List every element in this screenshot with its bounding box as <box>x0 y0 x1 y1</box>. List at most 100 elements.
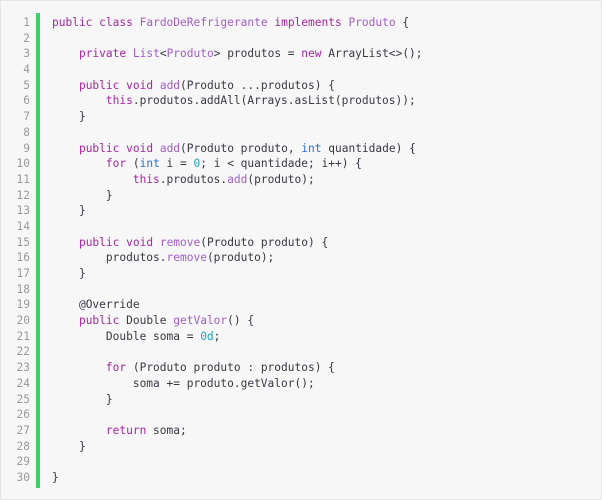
code-token: add <box>159 141 181 155</box>
code-token: } <box>105 188 113 202</box>
code-token: (produto); <box>247 172 315 186</box>
code-line: 18 <box>1 282 602 298</box>
line-number: 16 <box>16 251 30 265</box>
code-token: 0d <box>200 329 214 343</box>
line-number: 1 <box>23 16 30 29</box>
code-token: this <box>105 94 133 108</box>
line-number: 7 <box>23 110 30 124</box>
code-token: } <box>105 392 113 406</box>
code-line: 30} <box>1 470 602 486</box>
code-text: public void add(Produto ...produtos) { <box>52 78 335 94</box>
code-token: public <box>78 78 120 92</box>
code-text: public void remove(Produto produto) { <box>52 235 328 251</box>
code-token: int <box>139 157 160 171</box>
line-number: 20 <box>16 314 30 328</box>
code-line: 2 <box>1 31 602 47</box>
code-line: 13 } <box>1 203 602 219</box>
code-line: 9 public void add(Produto produto, int q… <box>1 141 602 157</box>
line-number: 30 <box>16 470 30 484</box>
code-token: for <box>105 157 127 171</box>
code-token: private <box>78 47 127 61</box>
code-lines: 1 public class FardoDeRefrigerante implem… <box>1 15 602 486</box>
code-token: } <box>78 267 86 280</box>
line-number: 24 <box>16 376 30 390</box>
code-token: ArrayList<>(); <box>321 47 423 61</box>
code-token: .produtos.addAll(Arrays.asList(produtos)… <box>132 94 416 108</box>
code-token <box>153 236 160 249</box>
code-token: void <box>126 78 154 92</box>
code-line: 20 public Double getValor() { <box>1 313 602 329</box>
line-number: 14 <box>16 219 30 233</box>
code-token: (Produto produto, <box>180 141 302 155</box>
code-text: } <box>52 470 59 486</box>
code-line: 24 soma += produto.getValor(); <box>1 376 602 392</box>
code-token: () { <box>227 314 255 328</box>
code-text: } <box>52 203 86 219</box>
code-token: for <box>105 361 127 375</box>
code-token: 0 <box>193 157 201 171</box>
code-line: 7 } <box>1 109 602 125</box>
code-token: ( <box>126 157 140 171</box>
code-text: Double soma = 0d; <box>52 329 221 345</box>
code-token: remove <box>166 251 207 265</box>
line-number: 10 <box>16 157 30 171</box>
code-token: public <box>52 16 93 29</box>
code-text: this.produtos.add(produto); <box>52 172 315 188</box>
code-token: Double soma = <box>105 329 201 343</box>
line-number: 11 <box>16 172 30 186</box>
code-token: produtos. <box>105 251 167 265</box>
code-line: 14 <box>1 219 602 235</box>
code-token: quantidade) { <box>321 141 416 155</box>
code-text: soma += produto.getValor(); <box>52 376 315 392</box>
line-number: 29 <box>16 455 30 469</box>
code-token: soma; <box>146 423 187 437</box>
line-number: 26 <box>16 408 30 422</box>
code-text: for (Produto produto : produtos) { <box>52 360 335 376</box>
code-token: (Produto produto) { <box>200 235 329 249</box>
line-number: 4 <box>23 63 30 77</box>
code-token: } <box>78 204 86 218</box>
line-number: 19 <box>16 298 30 312</box>
code-token: Double <box>119 314 174 328</box>
code-token: > produtos = <box>213 47 302 61</box>
code-token: i = <box>159 157 194 171</box>
code-text: } <box>52 439 86 455</box>
code-token: int <box>301 141 322 155</box>
code-line: 12 } <box>1 188 602 204</box>
line-number: 23 <box>16 361 30 375</box>
code-token: } <box>78 110 86 124</box>
code-token: Produto <box>166 47 214 61</box>
code-token: } <box>78 439 86 453</box>
code-token <box>153 142 160 155</box>
code-line: 16 produtos.remove(produto); <box>1 250 602 266</box>
code-line: 27 return soma; <box>1 423 602 439</box>
code-text: this.produtos.addAll(Arrays.asList(produ… <box>52 93 416 109</box>
code-token: @Override <box>78 298 140 312</box>
line-number: 17 <box>16 267 30 280</box>
code-token: (Produto produto : produtos) { <box>126 361 335 375</box>
code-line: 10 for (int i = 0; i < quantidade; i++) … <box>1 156 602 172</box>
code-line: 15 public void remove(Produto produto) { <box>1 235 602 251</box>
code-text: public void add(Produto produto, int qua… <box>52 141 416 157</box>
code-line: 19 @Override <box>1 297 602 313</box>
code-token <box>126 47 133 60</box>
code-text: } <box>52 392 113 408</box>
code-token: this <box>132 172 160 186</box>
code-token: getValor <box>173 314 228 328</box>
code-token <box>153 79 160 92</box>
line-number: 13 <box>16 204 30 218</box>
code-token: class <box>99 16 133 29</box>
line-number: 18 <box>16 282 30 296</box>
code-line: 29 <box>1 454 602 470</box>
code-line: 21 Double soma = 0d; <box>1 329 602 345</box>
code-line: 3 private List<Produto> produtos = new A… <box>1 46 602 62</box>
line-number: 2 <box>23 31 30 45</box>
code-line: 23 for (Produto produto : produtos) { <box>1 360 602 376</box>
code-line: 17 } <box>1 266 602 282</box>
code-line: 25 } <box>1 392 602 408</box>
code-text: } <box>52 109 86 125</box>
code-text: public class FardoDeRefrigerante impleme… <box>52 15 409 31</box>
code-token: implements <box>274 16 342 29</box>
code-token: remove <box>159 235 201 249</box>
